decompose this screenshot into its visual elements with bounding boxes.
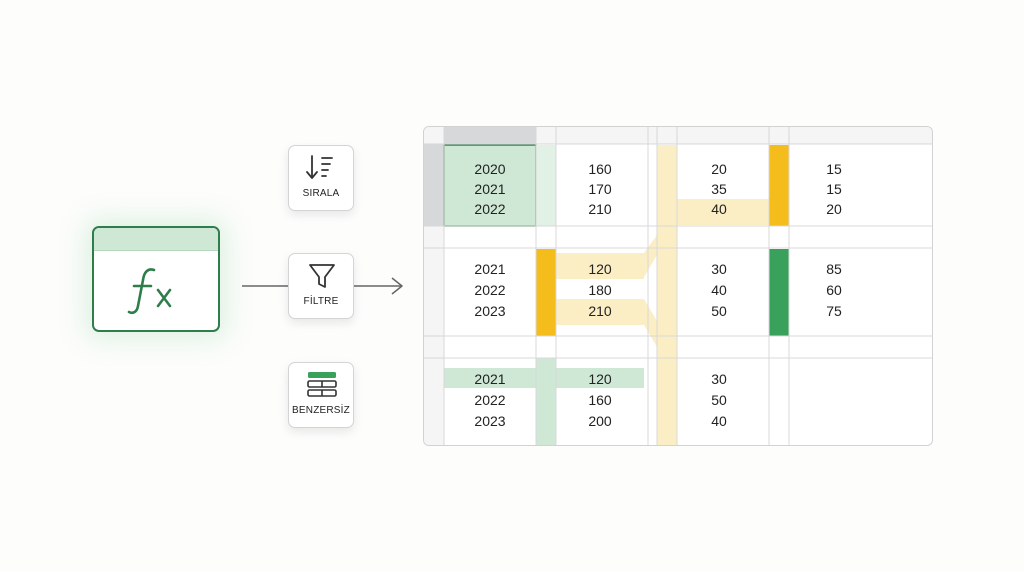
cell-value: 2022 xyxy=(474,282,506,298)
function-card[interactable] xyxy=(92,226,220,332)
grid-cell-bottom-col-a[interactable]: 2021 2022 2023 xyxy=(450,369,530,432)
cell-value: 210 xyxy=(588,201,612,217)
cell-value: 2023 xyxy=(474,413,506,429)
cell-value: 2022 xyxy=(474,201,506,217)
cell-value: 50 xyxy=(711,303,727,319)
cell-value: 2021 xyxy=(474,181,506,197)
cell-value: 120 xyxy=(588,261,612,277)
grid-cell-middle-col-a[interactable]: 2021 2022 2023 xyxy=(450,259,530,322)
sort-operation-card[interactable]: SIRALA xyxy=(288,145,354,211)
function-fx-icon xyxy=(127,268,172,315)
cell-value: 15 xyxy=(826,161,842,177)
cell-value: 160 xyxy=(588,392,612,408)
cell-value: 40 xyxy=(711,201,727,217)
cell-value: 30 xyxy=(711,261,727,277)
cell-value: 2022 xyxy=(474,392,506,408)
grid-cell-middle-col-d[interactable]: 85 60 75 xyxy=(794,259,874,322)
unique-operation-card[interactable]: BENZERSİZ xyxy=(288,362,354,428)
filter-operation-label: FİLTRE xyxy=(303,296,339,307)
grid-cell-top-col-a[interactable]: 2020 2021 2022 xyxy=(450,159,530,219)
cell-value: 35 xyxy=(711,181,727,197)
grid-cell-top-col-c[interactable]: 20 35 40 xyxy=(679,159,759,219)
filter-operation-card[interactable]: FİLTRE xyxy=(288,253,354,319)
cell-value: 75 xyxy=(826,303,842,319)
grid-cell-bottom-col-b[interactable]: 120 160 200 xyxy=(560,369,640,432)
sort-descending-icon xyxy=(306,155,333,179)
cell-value: 85 xyxy=(826,261,842,277)
funnel-filter-icon xyxy=(309,264,335,288)
cell-value: 30 xyxy=(711,371,727,387)
cell-value: 170 xyxy=(588,181,612,197)
grid-background xyxy=(424,127,932,445)
cell-value: 210 xyxy=(588,303,612,319)
grid-cell-top-col-d[interactable]: 15 15 20 xyxy=(794,159,874,219)
cell-value: 15 xyxy=(826,181,842,197)
cell-value: 40 xyxy=(711,413,727,429)
grid-cell-middle-col-c[interactable]: 30 40 50 xyxy=(679,259,759,322)
cell-value: 20 xyxy=(826,201,842,217)
grid-cell-bottom-col-c[interactable]: 30 50 40 xyxy=(679,369,759,432)
cell-value: 200 xyxy=(588,413,612,429)
cell-value: 120 xyxy=(588,371,612,387)
grid-cell-top-col-b[interactable]: 160 170 210 xyxy=(560,159,640,219)
cell-value: 2021 xyxy=(474,371,506,387)
sort-operation-label: SIRALA xyxy=(302,188,340,199)
grid-cell-middle-col-b[interactable]: 120 180 210 xyxy=(560,259,640,322)
cell-value: 160 xyxy=(588,161,612,177)
spreadsheet-grid: 2020 2021 2022 160 170 210 20 35 40 15 1… xyxy=(423,126,933,446)
cell-value: 2020 xyxy=(474,161,506,177)
unique-operation-label: BENZERSİZ xyxy=(292,405,350,416)
cell-value: 50 xyxy=(711,392,727,408)
cell-value: 40 xyxy=(711,282,727,298)
function-card-header xyxy=(94,228,218,251)
cell-value: 20 xyxy=(711,161,727,177)
cell-value: 180 xyxy=(588,282,612,298)
cell-value: 60 xyxy=(826,282,842,298)
cell-value: 2023 xyxy=(474,303,506,319)
unique-rows-icon xyxy=(307,372,337,397)
cell-value: 2021 xyxy=(474,261,506,277)
